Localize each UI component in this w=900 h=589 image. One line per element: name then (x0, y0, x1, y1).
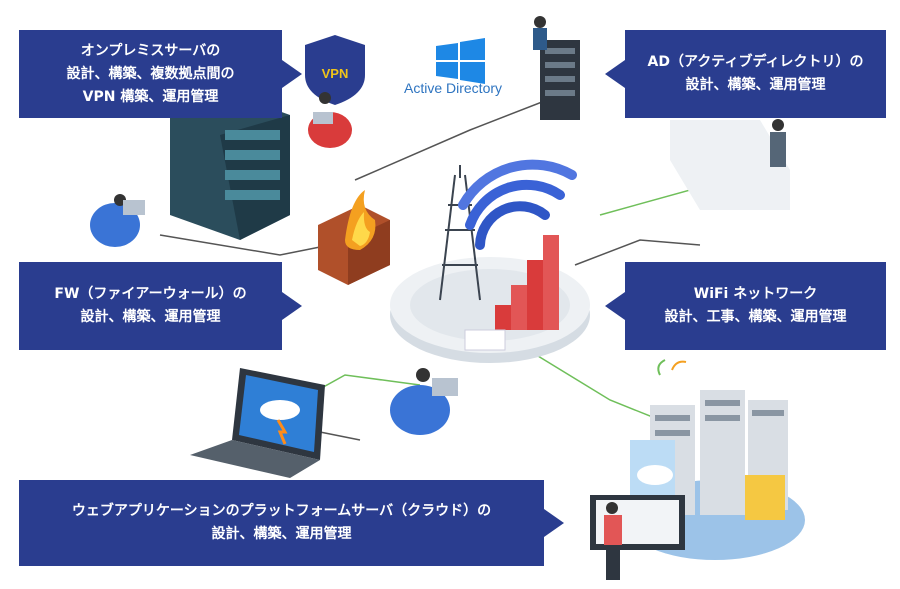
callout-fw: FW（ファイアーウォール）の 設計、構築、運用管理 (19, 262, 302, 350)
callout-arrow (282, 60, 302, 88)
vpn-badge-text: VPN (322, 66, 349, 81)
callout-arrow (544, 509, 564, 537)
server-rack-icon (170, 90, 290, 240)
callout-vpn-line-3: VPN 構築、運用管理 (82, 88, 219, 105)
callout-ad-line-1: AD（アクティブディレクトリ）の (647, 54, 864, 70)
callout-arrow (282, 292, 302, 320)
shield-icon: VPN (305, 35, 365, 105)
callout-cloud-line-2: 設計、構築、運用管理 (211, 526, 352, 542)
callout-fw-line-1: FW（ファイアーウォール）の (54, 286, 247, 302)
desk-person-icon (670, 119, 790, 210)
wifi-icon (458, 159, 577, 250)
callout-arrow (605, 292, 625, 320)
callout-ad-line-2: 設計、構築、運用管理 (685, 77, 826, 93)
callout-vpn: オンプレミスサーバの 設計、構築、複数拠点間の VPN 構築、運用管理 (19, 30, 302, 118)
bar-graph-icon (495, 235, 559, 330)
ad-server-icon (533, 16, 580, 120)
callout-fw-line-2: 設計、構築、運用管理 (80, 309, 221, 325)
callout-vpn-line-1: オンプレミスサーバの (80, 42, 221, 59)
callout-vpn-line-2: 設計、構築、複数拠点間の (66, 65, 235, 82)
cloud-icon (260, 400, 300, 445)
active-directory-label: Active Directory (404, 80, 503, 96)
firewall-icon (318, 190, 390, 285)
callout-cloud-line-1: ウェブアプリケーションのプラットフォームサーバ（クラウド）の (71, 503, 492, 519)
callout-arrow (605, 60, 625, 88)
paper-icon (464, 329, 506, 351)
person-beanbag-left (90, 194, 145, 247)
callout-cloud: ウェブアプリケーションのプラットフォームサーバ（クラウド）の 設計、構築、運用管… (19, 480, 564, 566)
callout-wifi: WiFi ネットワーク 設計、工事、構築、運用管理 (605, 262, 886, 350)
callout-wifi-line-2: 設計、工事、構築、運用管理 (664, 309, 847, 325)
laptop-icon (190, 368, 325, 478)
person-beanbag-center (390, 368, 458, 435)
person-beanbag-vpn (308, 92, 352, 148)
windows-logo-icon (436, 38, 485, 84)
callout-ad: AD（アクティブディレクトリ）の 設計、構築、運用管理 (605, 30, 886, 118)
callout-wifi-line-1: WiFi ネットワーク (693, 286, 818, 302)
cloud-server-platform (590, 359, 805, 580)
